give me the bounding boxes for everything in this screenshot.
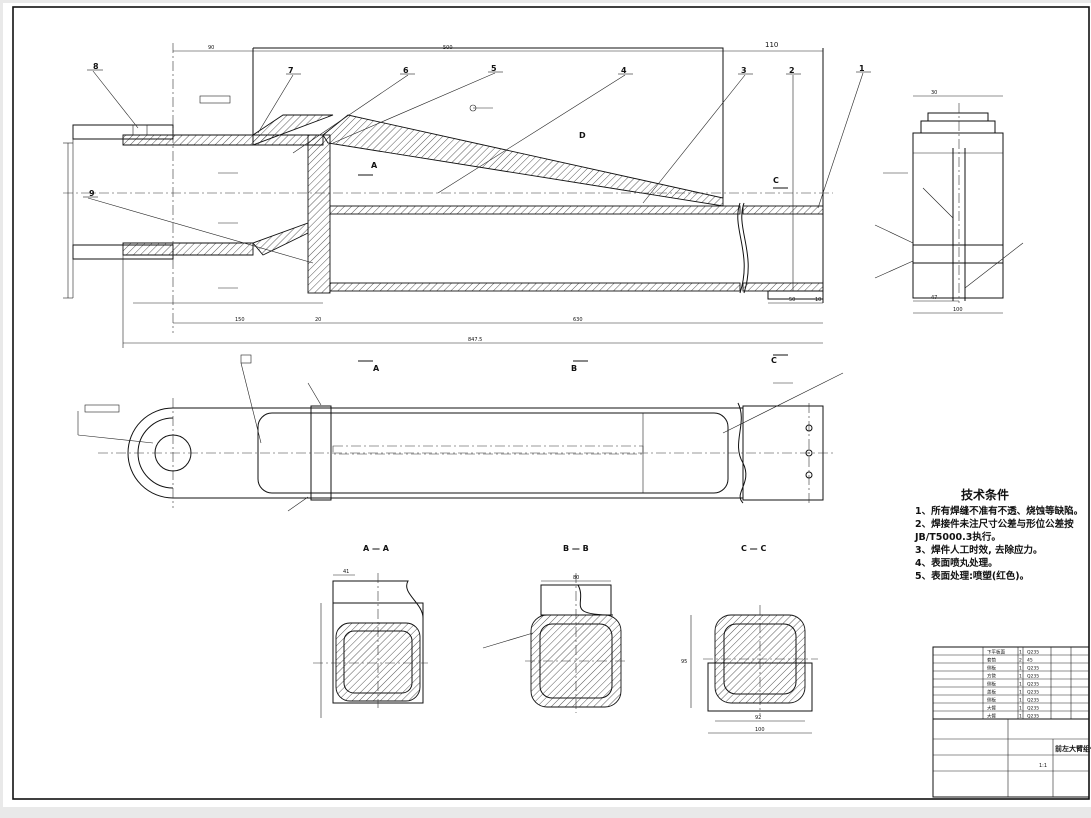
bom-cell-name: 方管 <box>987 673 996 680</box>
tech-requirements: 技术条件 1、所有焊缝不准有不透、烧蚀等缺陷。 2、焊接件未注尺寸公差与形位公差… <box>914 487 1083 582</box>
part-number-7: 7 <box>288 66 294 75</box>
dim-side-30: 30 <box>931 90 937 96</box>
bom-cell-name: 侧板 <box>987 697 996 704</box>
section-bb-label: B — B <box>563 544 589 553</box>
section-aa-label: A — A <box>363 544 390 553</box>
bom-cell-name: 下平板面 <box>987 649 1005 656</box>
dim-side-100: 100 <box>953 307 963 313</box>
dim-110: 110 <box>765 41 778 49</box>
bom-cell-qty: 1 <box>1019 674 1022 680</box>
dim-95: 95 <box>681 659 687 665</box>
dim-90: 90 <box>208 45 214 51</box>
dim-10: 10 <box>815 297 821 303</box>
drawing-scale: 1:1 <box>1039 763 1047 769</box>
part-number-5: 5 <box>491 64 497 73</box>
dim-100b: 100 <box>755 727 765 733</box>
drawing-title: 前左大臂组件 <box>1055 744 1091 753</box>
bom-cell-qty: 1 <box>1019 666 1022 672</box>
part-number-4: 4 <box>621 66 627 75</box>
bom-cell-mat: Q235 <box>1027 690 1039 696</box>
section-cc-label: C — C <box>741 544 766 553</box>
section-bb: B — B 80 <box>482 544 628 713</box>
dim-41: 41 <box>343 569 349 575</box>
tech-item-5: 4、表面喷丸处理。 <box>915 557 998 569</box>
drawing-sheet: 90 500 110 150 20 630 847.5 50 10 8 7 6 … <box>3 3 1091 807</box>
front-view: 90 500 110 150 20 630 847.5 50 10 8 7 6 … <box>63 41 871 348</box>
bom-cell-qty: 1 <box>1019 682 1022 688</box>
dim-500: 500 <box>443 45 453 51</box>
top-view: A B C <box>77 354 844 512</box>
dim-80: 80 <box>573 575 579 581</box>
view-label-d: D <box>579 131 586 140</box>
tech-item-4: 3、焊件人工时效, 去除应力。 <box>915 544 1043 556</box>
bom-cell-mat: Q235 <box>1027 666 1039 672</box>
dim-630: 630 <box>573 317 583 323</box>
dim-150: 150 <box>235 317 245 323</box>
bom-cell-name: 大臂 <box>987 713 996 720</box>
view-label-a-top: A <box>371 161 378 170</box>
bom-cell-qty: 1 <box>1019 706 1022 712</box>
bom-cell-mat: Q235 <box>1027 650 1039 656</box>
bom-cell-mat: 45 <box>1027 658 1033 664</box>
bom-cell-mat: Q235 <box>1027 698 1039 704</box>
bom-cell-mat: Q235 <box>1027 682 1039 688</box>
sheet-border <box>12 6 1090 800</box>
bom-cell-mat: Q235 <box>1027 714 1039 720</box>
part-number-2: 2 <box>789 66 795 75</box>
bom-cell-name: 侧板 <box>987 681 996 688</box>
part-number-9: 9 <box>89 189 95 198</box>
view-label-c-top: C <box>773 176 779 185</box>
tech-item-2: 2、焊接件未注尺寸公差与形位公差按 <box>915 518 1074 530</box>
bom-cell-name: 套筒 <box>987 657 996 664</box>
section-cc: C — C 95 92 100 <box>681 544 818 734</box>
bom-cell-qty: 1 <box>1019 690 1022 696</box>
bom-cell-qty: 1 <box>1019 650 1022 656</box>
part-number-6: 6 <box>403 66 409 75</box>
part-number-8: 8 <box>93 62 99 71</box>
section-aa: A — A 41 <box>313 544 428 718</box>
bom-cell-qty: 1 <box>1019 698 1022 704</box>
side-view: 30 47 100 <box>874 90 1024 314</box>
tech-title: 技术条件 <box>961 487 1009 502</box>
tech-item-1: 1、所有焊缝不准有不透、烧蚀等缺陷。 <box>915 505 1083 517</box>
view-label-a-bottom: A <box>373 364 380 373</box>
bom-cell-mat: Q235 <box>1027 674 1039 680</box>
part-number-3: 3 <box>741 66 747 75</box>
weld-circle-icon <box>469 104 477 112</box>
part-number-1: 1 <box>859 64 865 73</box>
tech-item-6: 5、表面处理:喷塑(红色)。 <box>915 570 1029 582</box>
dim-847: 847.5 <box>468 337 482 343</box>
dim-50: 50 <box>789 297 795 303</box>
bom-cell-name: 侧板 <box>987 665 996 672</box>
dim-20: 20 <box>315 317 321 323</box>
title-block: 前左大臂组件 1:1 <box>932 718 1091 798</box>
bom-cell-mat: Q235 <box>1027 706 1039 712</box>
tech-item-3: JB/T5000.3执行。 <box>914 531 1001 543</box>
view-label-b-bottom: B <box>571 364 577 373</box>
view-label-c-bottom: C <box>771 356 777 365</box>
bom-cell-name: 大臂 <box>987 705 996 712</box>
bom-cell-qty: 2 <box>1019 658 1022 664</box>
bom-cell-name: 盖板 <box>987 689 996 696</box>
dim-92: 92 <box>755 715 761 721</box>
engineering-drawing: 90 500 110 150 20 630 847.5 50 10 8 7 6 … <box>12 6 1091 800</box>
bom-cell-qty: 1 <box>1019 714 1022 720</box>
dim-side-47: 47 <box>931 295 937 301</box>
